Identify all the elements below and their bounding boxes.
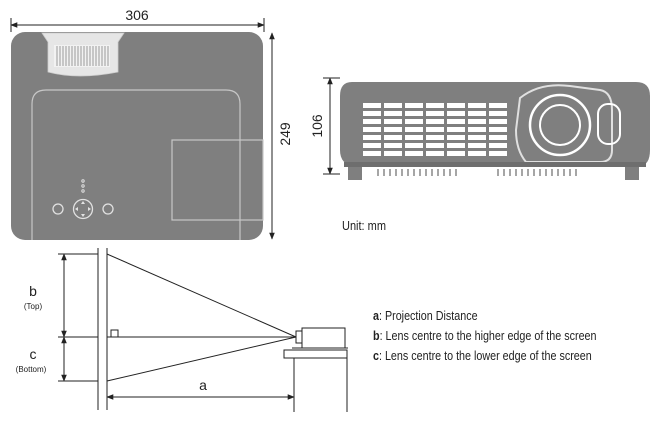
beam-upper <box>106 253 297 338</box>
projector-side-lens <box>295 330 303 344</box>
label-b-sub: (Top) <box>24 302 43 311</box>
front-vent-grille <box>363 103 507 156</box>
legend-text-a: : Projection Distance <box>378 309 478 323</box>
legend-text-c: : Lens centre to the lower edge of the s… <box>378 349 592 363</box>
label-a: a <box>199 377 207 393</box>
legend-item-c: c: Lens centre to the lower edge of the … <box>373 346 597 366</box>
unit-label: Unit: mm <box>342 219 386 233</box>
cursor-key-arrows <box>75 201 91 217</box>
depth-label: 249 <box>277 122 293 146</box>
legend-key-c: c <box>373 349 379 363</box>
projection-diagram <box>58 248 348 412</box>
width-label: 306 <box>125 7 149 23</box>
filter-cover <box>171 139 264 221</box>
legend-item-b: b: Lens centre to the higher edge of the… <box>373 326 597 346</box>
front-view: 106 <box>309 77 650 180</box>
label-b: b <box>29 283 37 299</box>
table-top <box>283 349 348 359</box>
front-foot-right <box>625 166 639 180</box>
legend: a: Projection Distance b: Lens centre to… <box>373 306 597 366</box>
label-c: c <box>30 346 37 362</box>
lens-bezel <box>514 84 613 163</box>
bottom-vent <box>372 169 580 176</box>
remote-sensor-window <box>597 103 621 145</box>
beam-lower <box>106 336 297 382</box>
legend-text-b: : Lens centre to the higher edge of the … <box>379 329 597 343</box>
lens <box>528 93 592 157</box>
height-label: 106 <box>309 114 325 138</box>
front-foot-left <box>348 166 362 180</box>
top-lens-grille <box>54 45 110 67</box>
label-c-sub: (Bottom) <box>16 365 47 374</box>
legend-item-a: a: Projection Distance <box>373 306 597 326</box>
projector-side-body <box>301 327 346 349</box>
right-angle-mark <box>110 329 119 338</box>
legend-key-b: b <box>373 329 380 343</box>
top-view: 306 249 <box>10 7 293 240</box>
legend-key-a: a <box>373 309 379 323</box>
control-panel <box>52 179 114 220</box>
projector-top-body <box>11 32 263 240</box>
